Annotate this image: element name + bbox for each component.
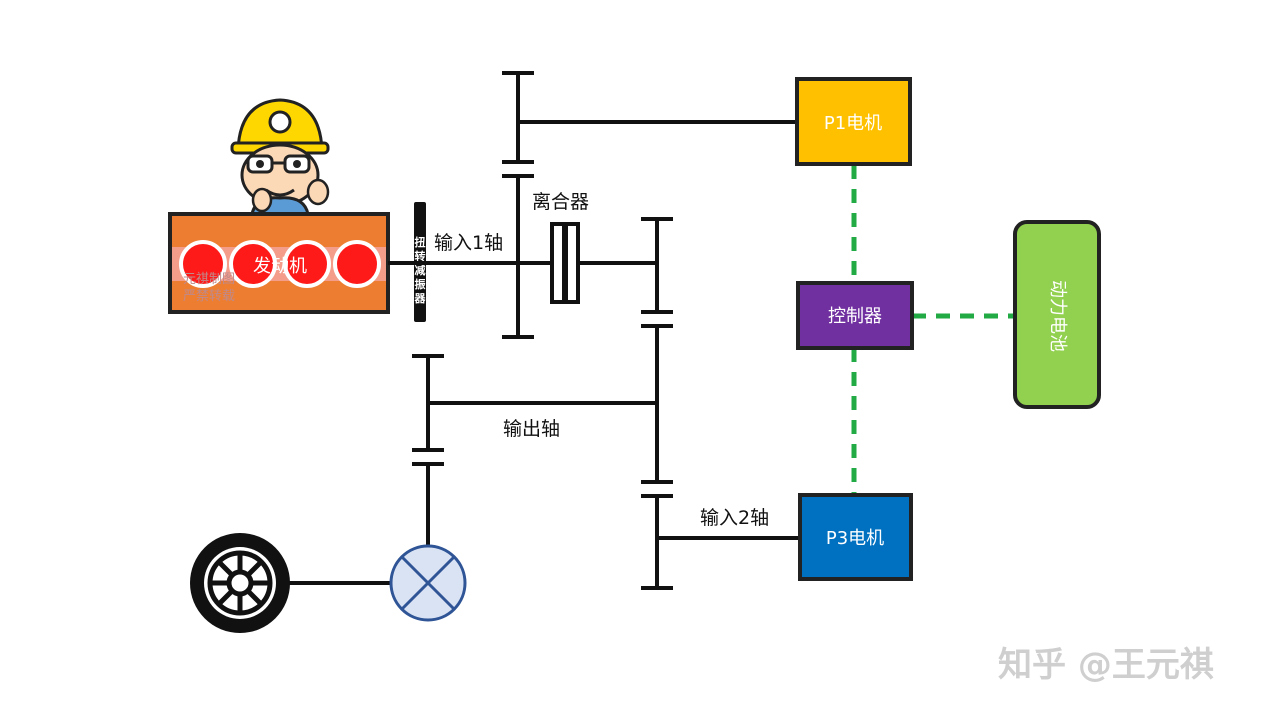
wheel-icon xyxy=(190,533,290,633)
cylinder-3 xyxy=(283,240,331,288)
clutch xyxy=(550,222,580,304)
input-shaft-1-label: 输入1轴 xyxy=(434,232,503,254)
cylinder-1 xyxy=(179,240,227,288)
power-battery: 动力电池 xyxy=(1013,220,1101,409)
zhihu-watermark: 知乎 @王元祺 xyxy=(998,645,1214,685)
damper-char-1: 扭 xyxy=(415,235,426,249)
damper-char-5: 器 xyxy=(414,292,427,305)
controller-label: 控制器 xyxy=(828,306,882,327)
p3-motor: P3电机 xyxy=(798,493,913,581)
mascot-worker-icon xyxy=(230,98,330,216)
p3-motor-label: P3电机 xyxy=(826,528,884,549)
clutch-label: 离合器 xyxy=(532,191,589,213)
cylinder-4 xyxy=(333,240,381,288)
damper-char-3: 减 xyxy=(415,263,426,277)
output-shaft-label: 输出轴 xyxy=(503,418,560,440)
cylinder-2 xyxy=(229,240,277,288)
p1-motor: P1电机 xyxy=(795,77,912,166)
p1-motor-label: P1电机 xyxy=(824,113,882,134)
battery-label: 动力电池 xyxy=(1047,280,1068,352)
engine-watermark-line-1: 元祺制图 xyxy=(183,272,235,287)
engine-watermark-line-2: 严禁转载 xyxy=(183,289,235,304)
mechanical-shafts xyxy=(262,71,800,590)
engine-block: 发动机 元祺制图 严禁转载 xyxy=(168,212,390,314)
input-shaft-2-label: 输入2轴 xyxy=(700,507,769,529)
differential-icon xyxy=(389,544,467,622)
signal-lines xyxy=(851,165,1015,494)
damper-char-4: 振 xyxy=(415,277,426,291)
damper-char-2: 转 xyxy=(415,249,426,263)
engine-label: 发动机 xyxy=(253,256,307,277)
controller: 控制器 xyxy=(796,281,914,350)
